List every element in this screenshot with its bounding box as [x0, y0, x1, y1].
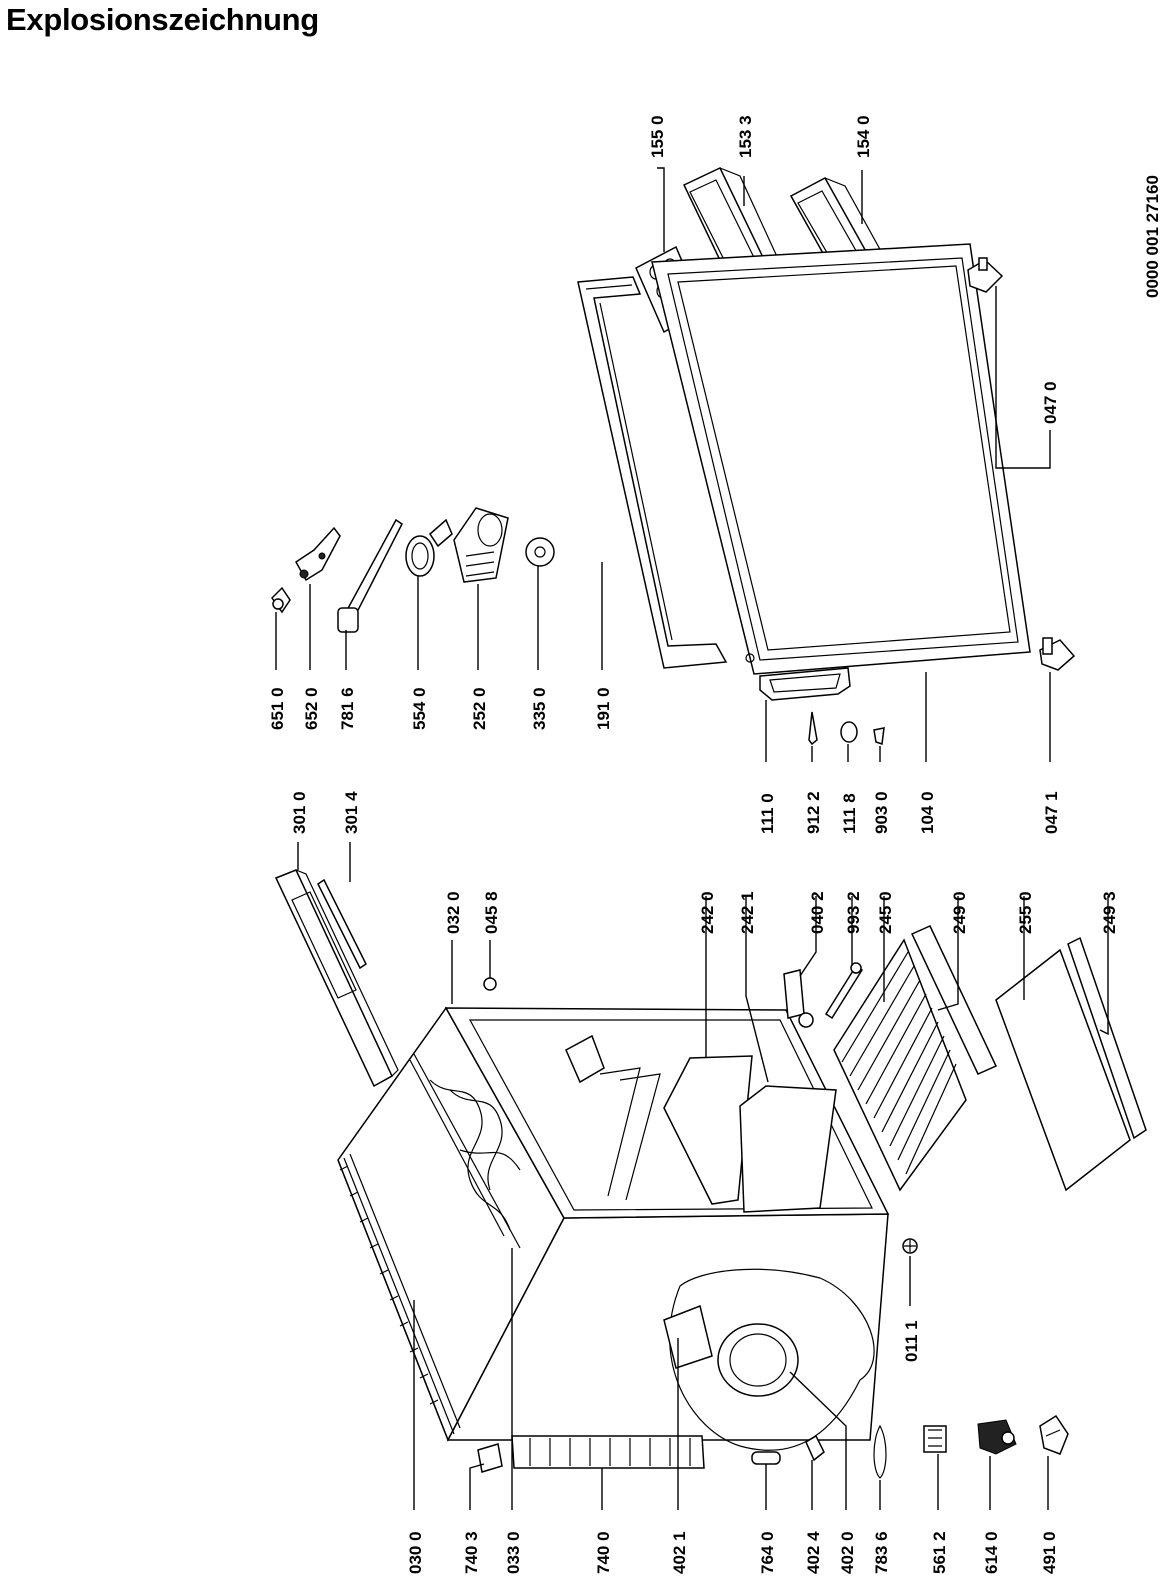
- part-label: 191 0: [594, 687, 613, 730]
- part-label: 104 0: [918, 791, 937, 834]
- part-label: 242 0: [698, 891, 717, 934]
- condenser: [511, 1435, 705, 1469]
- part-label: 153 3: [736, 115, 755, 158]
- part-label-group: 155 0 153 3 154 0 047 0 651 0 652 0 781 …: [268, 115, 1119, 1574]
- part-label: 781 6: [338, 687, 357, 730]
- part-label: 249 0: [950, 891, 969, 934]
- shelf-trim: [910, 925, 998, 1075]
- part-label: 614 0: [982, 1531, 1001, 1574]
- part-label: 301 0: [290, 791, 309, 834]
- cover-strip: [274, 869, 399, 1088]
- compressor-area: [663, 1268, 875, 1451]
- part-label: 245 0: [876, 891, 895, 934]
- part-label: 912 2: [804, 791, 823, 834]
- part-label: 032 0: [444, 891, 463, 934]
- cover-strip-rail: [317, 878, 367, 970]
- part-label: 045 8: [482, 891, 501, 934]
- part-label: 764 0: [758, 1531, 777, 1574]
- part-label: 561 2: [930, 1531, 949, 1574]
- part-label: 740 0: [594, 1531, 613, 1574]
- cover-cap: [1039, 1414, 1069, 1455]
- screw-part: [808, 711, 818, 746]
- part-label: 652 0: [302, 687, 321, 730]
- starter-relay: [923, 1425, 947, 1453]
- interior-crisper: [599, 1055, 837, 1213]
- hose-part: [751, 1451, 781, 1465]
- rail-bracket: [783, 969, 814, 1028]
- thermostat-knob: [271, 586, 291, 614]
- screw-top: [483, 977, 497, 991]
- part-label: 993 2: [844, 891, 863, 934]
- part-label: 554 0: [410, 687, 429, 730]
- compressor-starter: [977, 1419, 1017, 1455]
- cap-part: [840, 721, 858, 743]
- lamp-housing: [405, 518, 453, 577]
- part-label: 651 0: [268, 687, 287, 730]
- drain-hose: [477, 1443, 503, 1473]
- part-label: 111 8: [840, 793, 859, 834]
- part-label: 740 3: [462, 1531, 481, 1574]
- part-label: 301 4: [342, 791, 361, 834]
- relay-part: [805, 1434, 825, 1462]
- part-label: 783 6: [872, 1531, 891, 1574]
- leader-lines: [275, 167, 1109, 1510]
- part-label: 030 0: [406, 1531, 425, 1574]
- wire-shelf: [833, 938, 967, 1192]
- part-label: 111 0: [758, 793, 777, 834]
- part-label: 903 0: [872, 791, 891, 834]
- round-knob: [525, 537, 555, 567]
- thermostat-unit: [453, 507, 509, 583]
- part-label: 249 3: [1100, 891, 1119, 934]
- bracket-assembly: [295, 526, 341, 582]
- door-seal: [577, 276, 728, 669]
- part-label: 155 0: [648, 115, 667, 158]
- clip-loop: [873, 1424, 887, 1479]
- door-panel: [651, 243, 1031, 675]
- part-label: 491 0: [1040, 1531, 1059, 1574]
- doc-number: 0000 001 27160: [1143, 175, 1162, 298]
- part-label: 335 0: [530, 687, 549, 730]
- part-label: 252 0: [470, 687, 489, 730]
- thermo-probe: [824, 962, 864, 1020]
- glass-shelf-trim: [1067, 936, 1147, 1140]
- clip-part: [873, 727, 885, 746]
- part-label: 011 1: [902, 1320, 921, 1362]
- part-label: 402 0: [838, 1531, 857, 1574]
- part-label: 154 0: [854, 115, 873, 158]
- door-hinge-top: [967, 257, 1004, 293]
- part-label: 242 1: [738, 891, 757, 934]
- part-label: 255 0: [1016, 891, 1035, 934]
- part-label: 047 0: [1041, 381, 1060, 424]
- door-hinge-bottom: [1039, 637, 1076, 671]
- interior-light: [565, 1034, 605, 1084]
- part-label: 047 1: [1042, 791, 1061, 834]
- door-handle: [759, 667, 851, 701]
- cabinet-body: [337, 1006, 890, 1442]
- part-label: 033 0: [504, 1531, 523, 1574]
- page-title: Explosionszeichnung: [6, 2, 319, 37]
- part-label: 040 2: [808, 891, 827, 934]
- part-label: 402 4: [804, 1531, 823, 1574]
- capillary-sensor: [337, 518, 403, 633]
- part-label: 402 1: [670, 1531, 689, 1574]
- wood-grain: [429, 1079, 521, 1231]
- foot-screw: [902, 1238, 918, 1254]
- glass-shelf: [995, 948, 1131, 1192]
